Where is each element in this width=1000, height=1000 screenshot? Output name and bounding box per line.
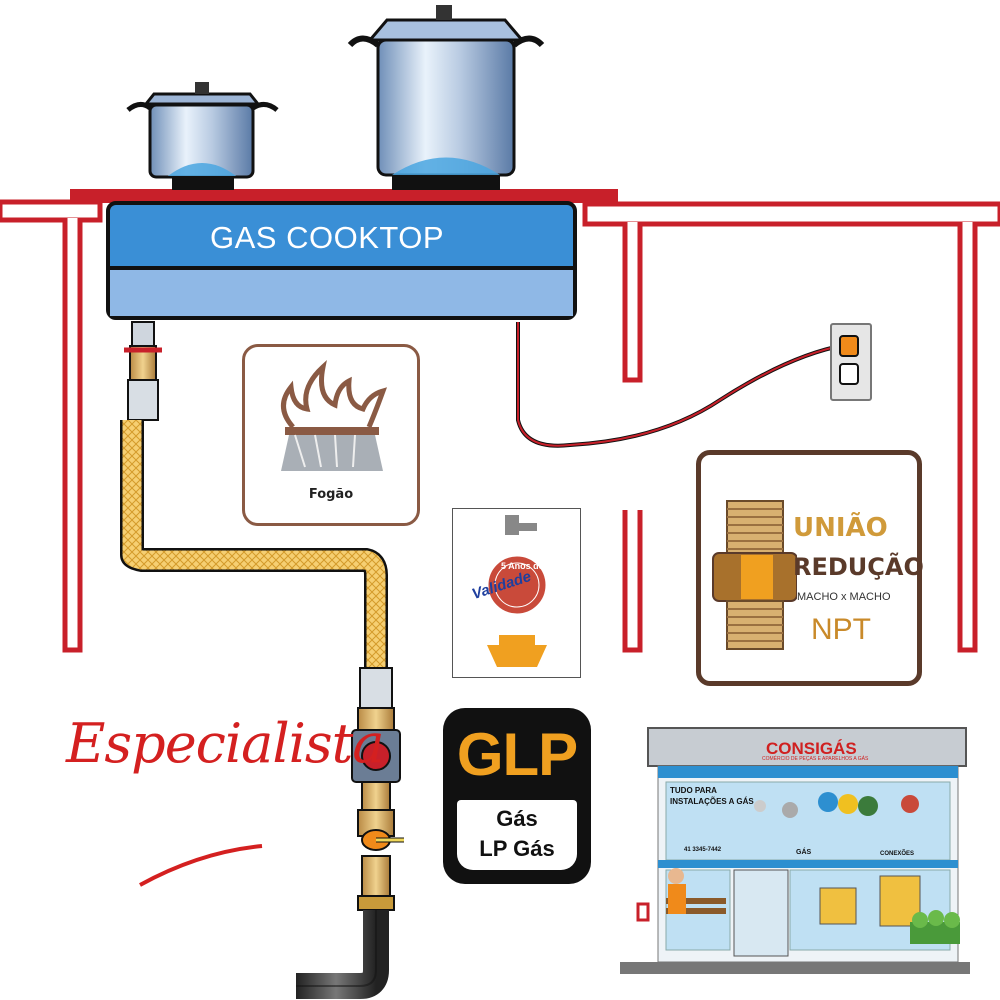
uniao-line1: UNIÃO: [793, 513, 888, 543]
brass-fitting-icon: [712, 500, 797, 650]
store-tagline: COMÉRCIO DE PEÇAS E APARELHOS A GÁS: [762, 756, 869, 762]
gas-regulator-icon: [485, 515, 549, 667]
gas-hose-assembly: [120, 321, 404, 999]
uniao-line4: NPT: [811, 613, 871, 646]
validade-card: 5 Anos de Validade: [452, 508, 581, 678]
store-window-text-2: INSTALAÇÕES A GÁS: [670, 797, 754, 806]
gas-cooktop: [106, 201, 577, 320]
fogao-card: Fogão: [242, 344, 420, 526]
uniao-line2: REDUÇÃO: [793, 553, 924, 581]
stove-burner-icon: [281, 360, 388, 471]
glp-card: GLP Gás LP Gás: [443, 708, 591, 884]
signature-text: Especialista: [66, 712, 385, 775]
uniao-line3: MACHO x MACHO: [797, 591, 891, 603]
validade-years: 5 Anos de: [501, 561, 544, 571]
store-section-conexoes: CONEXÕES: [880, 851, 915, 857]
uniao-card: UNIÃO REDUÇÃO MACHO x MACHO NPT: [696, 450, 924, 686]
signature-underline: [139, 844, 263, 887]
store-window-text-1: TUDO PARA: [670, 786, 717, 795]
glp-line1: Gás: [496, 806, 538, 831]
glp-inner-label: Gás LP Gás: [457, 800, 577, 870]
glp-title: GLP: [456, 721, 578, 788]
storefront-illustration: [620, 727, 970, 974]
glp-line2: LP Gás: [479, 836, 555, 861]
store-section-gas: GÁS: [796, 849, 812, 856]
power-cord: [516, 322, 872, 448]
store-brand: CONSIGÁS: [766, 739, 857, 758]
cooktop-title: GAS COOKTOP: [210, 220, 445, 255]
table: [0, 189, 1000, 653]
store-phone: 41 3345-7442: [684, 847, 722, 853]
small-pot-icon: [126, 82, 279, 190]
large-pot-icon: [347, 5, 545, 190]
fogao-label: Fogão: [308, 487, 354, 502]
